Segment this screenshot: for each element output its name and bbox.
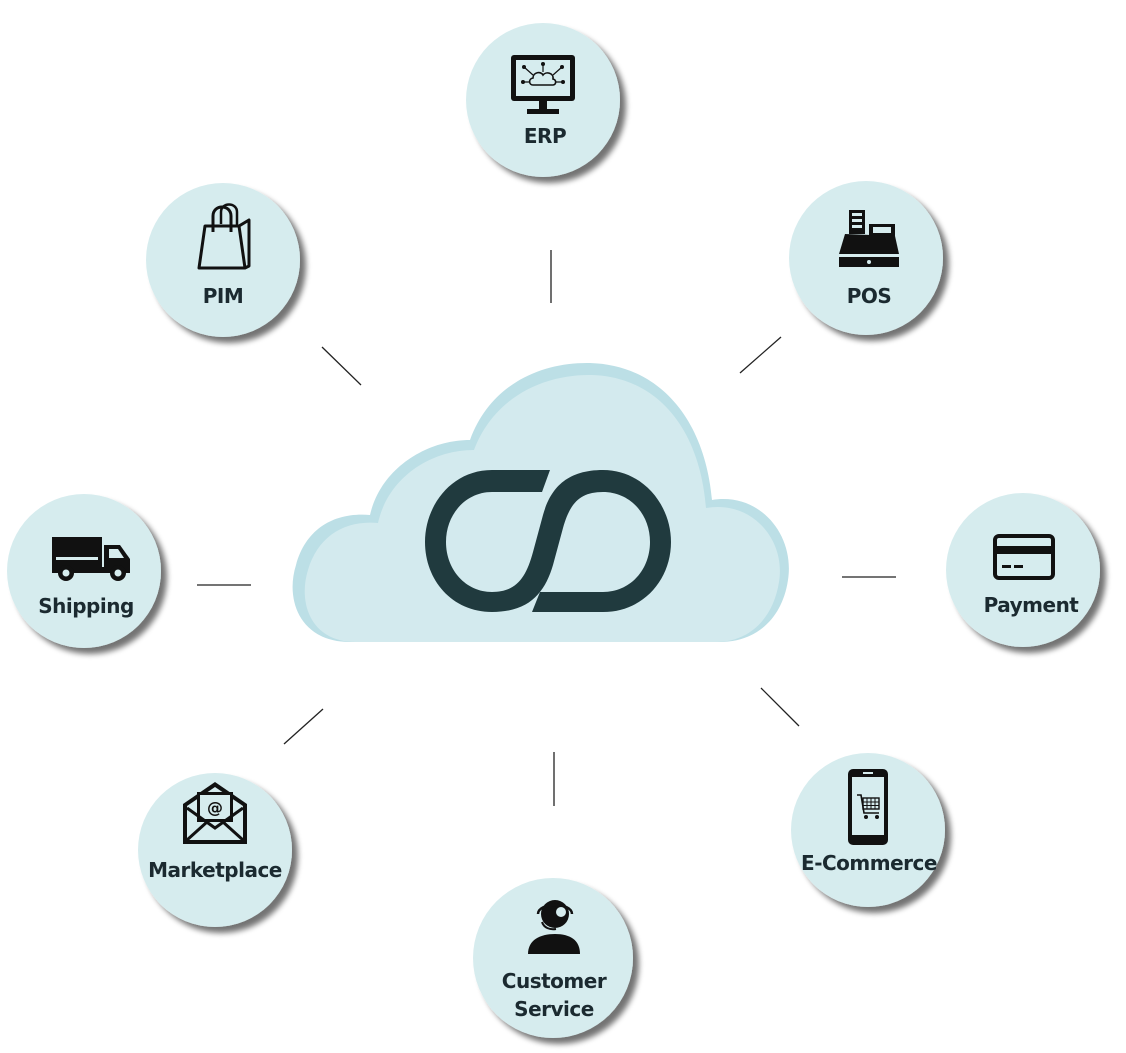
node-pos-label: POS	[847, 284, 892, 308]
node-ecommerce-label: E-Commerce	[801, 851, 937, 875]
node-pim-circle	[146, 183, 300, 337]
node-marketplace-label: Marketplace	[148, 858, 282, 882]
connector-pim	[321, 346, 362, 386]
credit-card-icon	[993, 534, 1055, 580]
node-customer-service-circle	[473, 878, 633, 1038]
monitor-cloud-icon	[511, 55, 575, 114]
node-customer-service	[473, 878, 633, 1038]
shopping-bag-icon	[197, 203, 251, 270]
hub-cloud	[292, 362, 789, 642]
headset-agent-icon	[528, 900, 580, 954]
node-marketplace-circle	[138, 773, 292, 927]
mobile-cart-icon	[848, 769, 888, 845]
svg-text:@: @	[207, 798, 223, 817]
connector-ecommerce	[760, 687, 800, 727]
node-marketplace	[138, 773, 292, 927]
node-payment-circle	[946, 493, 1100, 647]
node-pim-label: PIM	[203, 284, 244, 308]
infinity-logo-icon	[425, 470, 671, 612]
node-customer-service-label-line2: Service	[514, 997, 594, 1021]
node-erp-label: ERP	[524, 124, 566, 148]
connector-marketplace	[283, 708, 324, 745]
delivery-truck-icon	[52, 537, 130, 581]
node-shipping-label: Shipping	[38, 594, 134, 618]
node-customer-service-label-line1: Customer	[502, 969, 607, 993]
cash-register-icon	[839, 210, 899, 267]
email-envelope-icon: @	[183, 782, 247, 844]
connector-pos	[739, 336, 782, 374]
node-payment	[946, 493, 1100, 647]
node-pim	[146, 183, 300, 337]
node-payment-label: Payment	[984, 593, 1080, 617]
connector-lines	[197, 250, 896, 806]
